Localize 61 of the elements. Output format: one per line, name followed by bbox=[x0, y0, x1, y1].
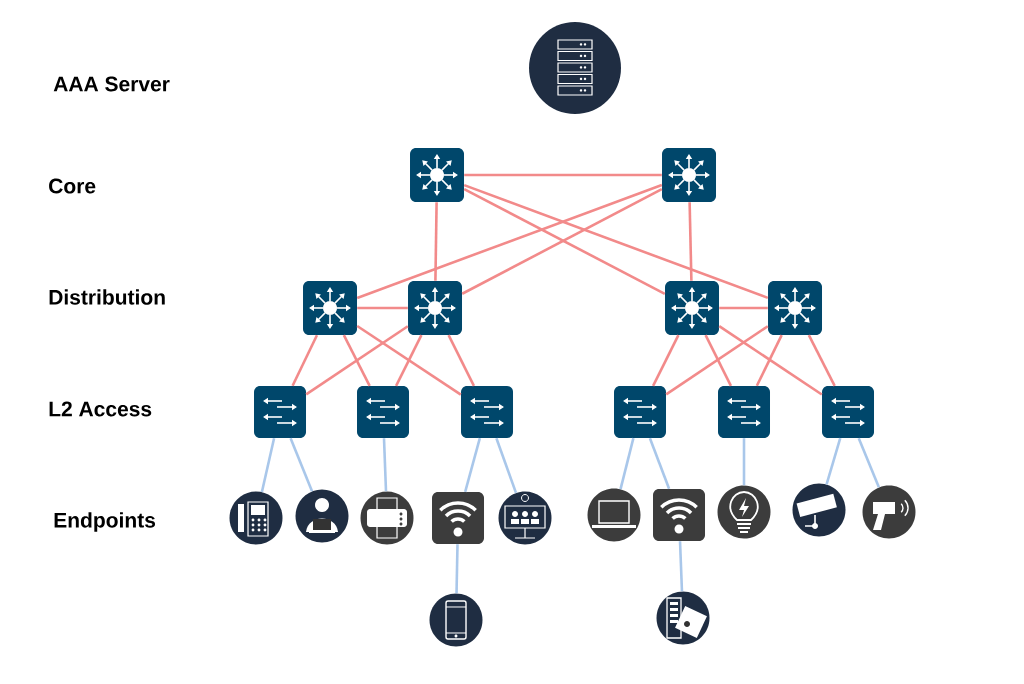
connection-line bbox=[619, 437, 635, 490]
wifi-icon bbox=[432, 492, 484, 544]
connection-line bbox=[495, 437, 518, 494]
connection-line bbox=[464, 173, 662, 177]
server-badge-icon bbox=[656, 591, 710, 645]
connection-line bbox=[289, 437, 314, 492]
connection-line bbox=[291, 334, 319, 387]
switch-icon bbox=[665, 281, 719, 335]
printer-icon bbox=[360, 491, 414, 545]
switch-icon bbox=[822, 386, 874, 438]
switch-icon bbox=[303, 281, 357, 335]
smartphone-icon bbox=[429, 593, 483, 647]
connection-line bbox=[857, 437, 881, 488]
wifi-icon bbox=[653, 489, 705, 541]
switch-icon bbox=[357, 386, 409, 438]
connection-line bbox=[394, 334, 423, 387]
layer-label: L2 Access bbox=[49, 401, 152, 417]
connection-line bbox=[447, 334, 476, 387]
switch-icon bbox=[718, 386, 770, 438]
video-conference-icon bbox=[498, 491, 552, 545]
layer-label: Distribution bbox=[49, 289, 165, 305]
layer-label: AAA Server bbox=[53, 76, 170, 92]
server-icon bbox=[529, 22, 621, 114]
connection-line bbox=[455, 544, 459, 594]
switch-icon bbox=[408, 281, 462, 335]
light-bulb-icon bbox=[717, 485, 771, 539]
connection-line bbox=[463, 183, 769, 300]
layer-label: Endpoints bbox=[54, 512, 155, 532]
connection-line bbox=[651, 334, 680, 387]
connection-line bbox=[665, 325, 769, 396]
connection-line bbox=[678, 541, 684, 592]
connection-line bbox=[305, 325, 409, 396]
switch-icon bbox=[461, 386, 513, 438]
connection-line bbox=[718, 325, 823, 396]
switch-icon bbox=[662, 148, 716, 202]
connection-line bbox=[382, 438, 388, 492]
layer-label: Core bbox=[49, 178, 96, 194]
camera-icon bbox=[792, 483, 846, 537]
connection-line bbox=[719, 306, 768, 310]
connection-line bbox=[704, 334, 733, 387]
switch-icon bbox=[254, 386, 306, 438]
user-icon bbox=[295, 489, 349, 543]
connection-line bbox=[755, 334, 783, 387]
laptop-icon bbox=[587, 488, 641, 542]
switch-icon bbox=[410, 148, 464, 202]
connection-line bbox=[688, 202, 693, 281]
connection-line bbox=[807, 334, 836, 387]
connection-line bbox=[742, 438, 746, 486]
connection-line bbox=[825, 437, 842, 485]
desk-phone-icon bbox=[229, 491, 283, 545]
connection-line bbox=[356, 324, 462, 396]
connection-line bbox=[357, 306, 408, 310]
connection-line bbox=[648, 437, 671, 490]
connection-line bbox=[260, 437, 276, 493]
switch-icon bbox=[614, 386, 666, 438]
connection-line bbox=[356, 183, 663, 300]
switch-icon bbox=[768, 281, 822, 335]
scanner-icon bbox=[862, 485, 916, 539]
connection-line bbox=[434, 202, 438, 281]
connection-line bbox=[342, 334, 371, 387]
connection-line bbox=[463, 437, 482, 493]
